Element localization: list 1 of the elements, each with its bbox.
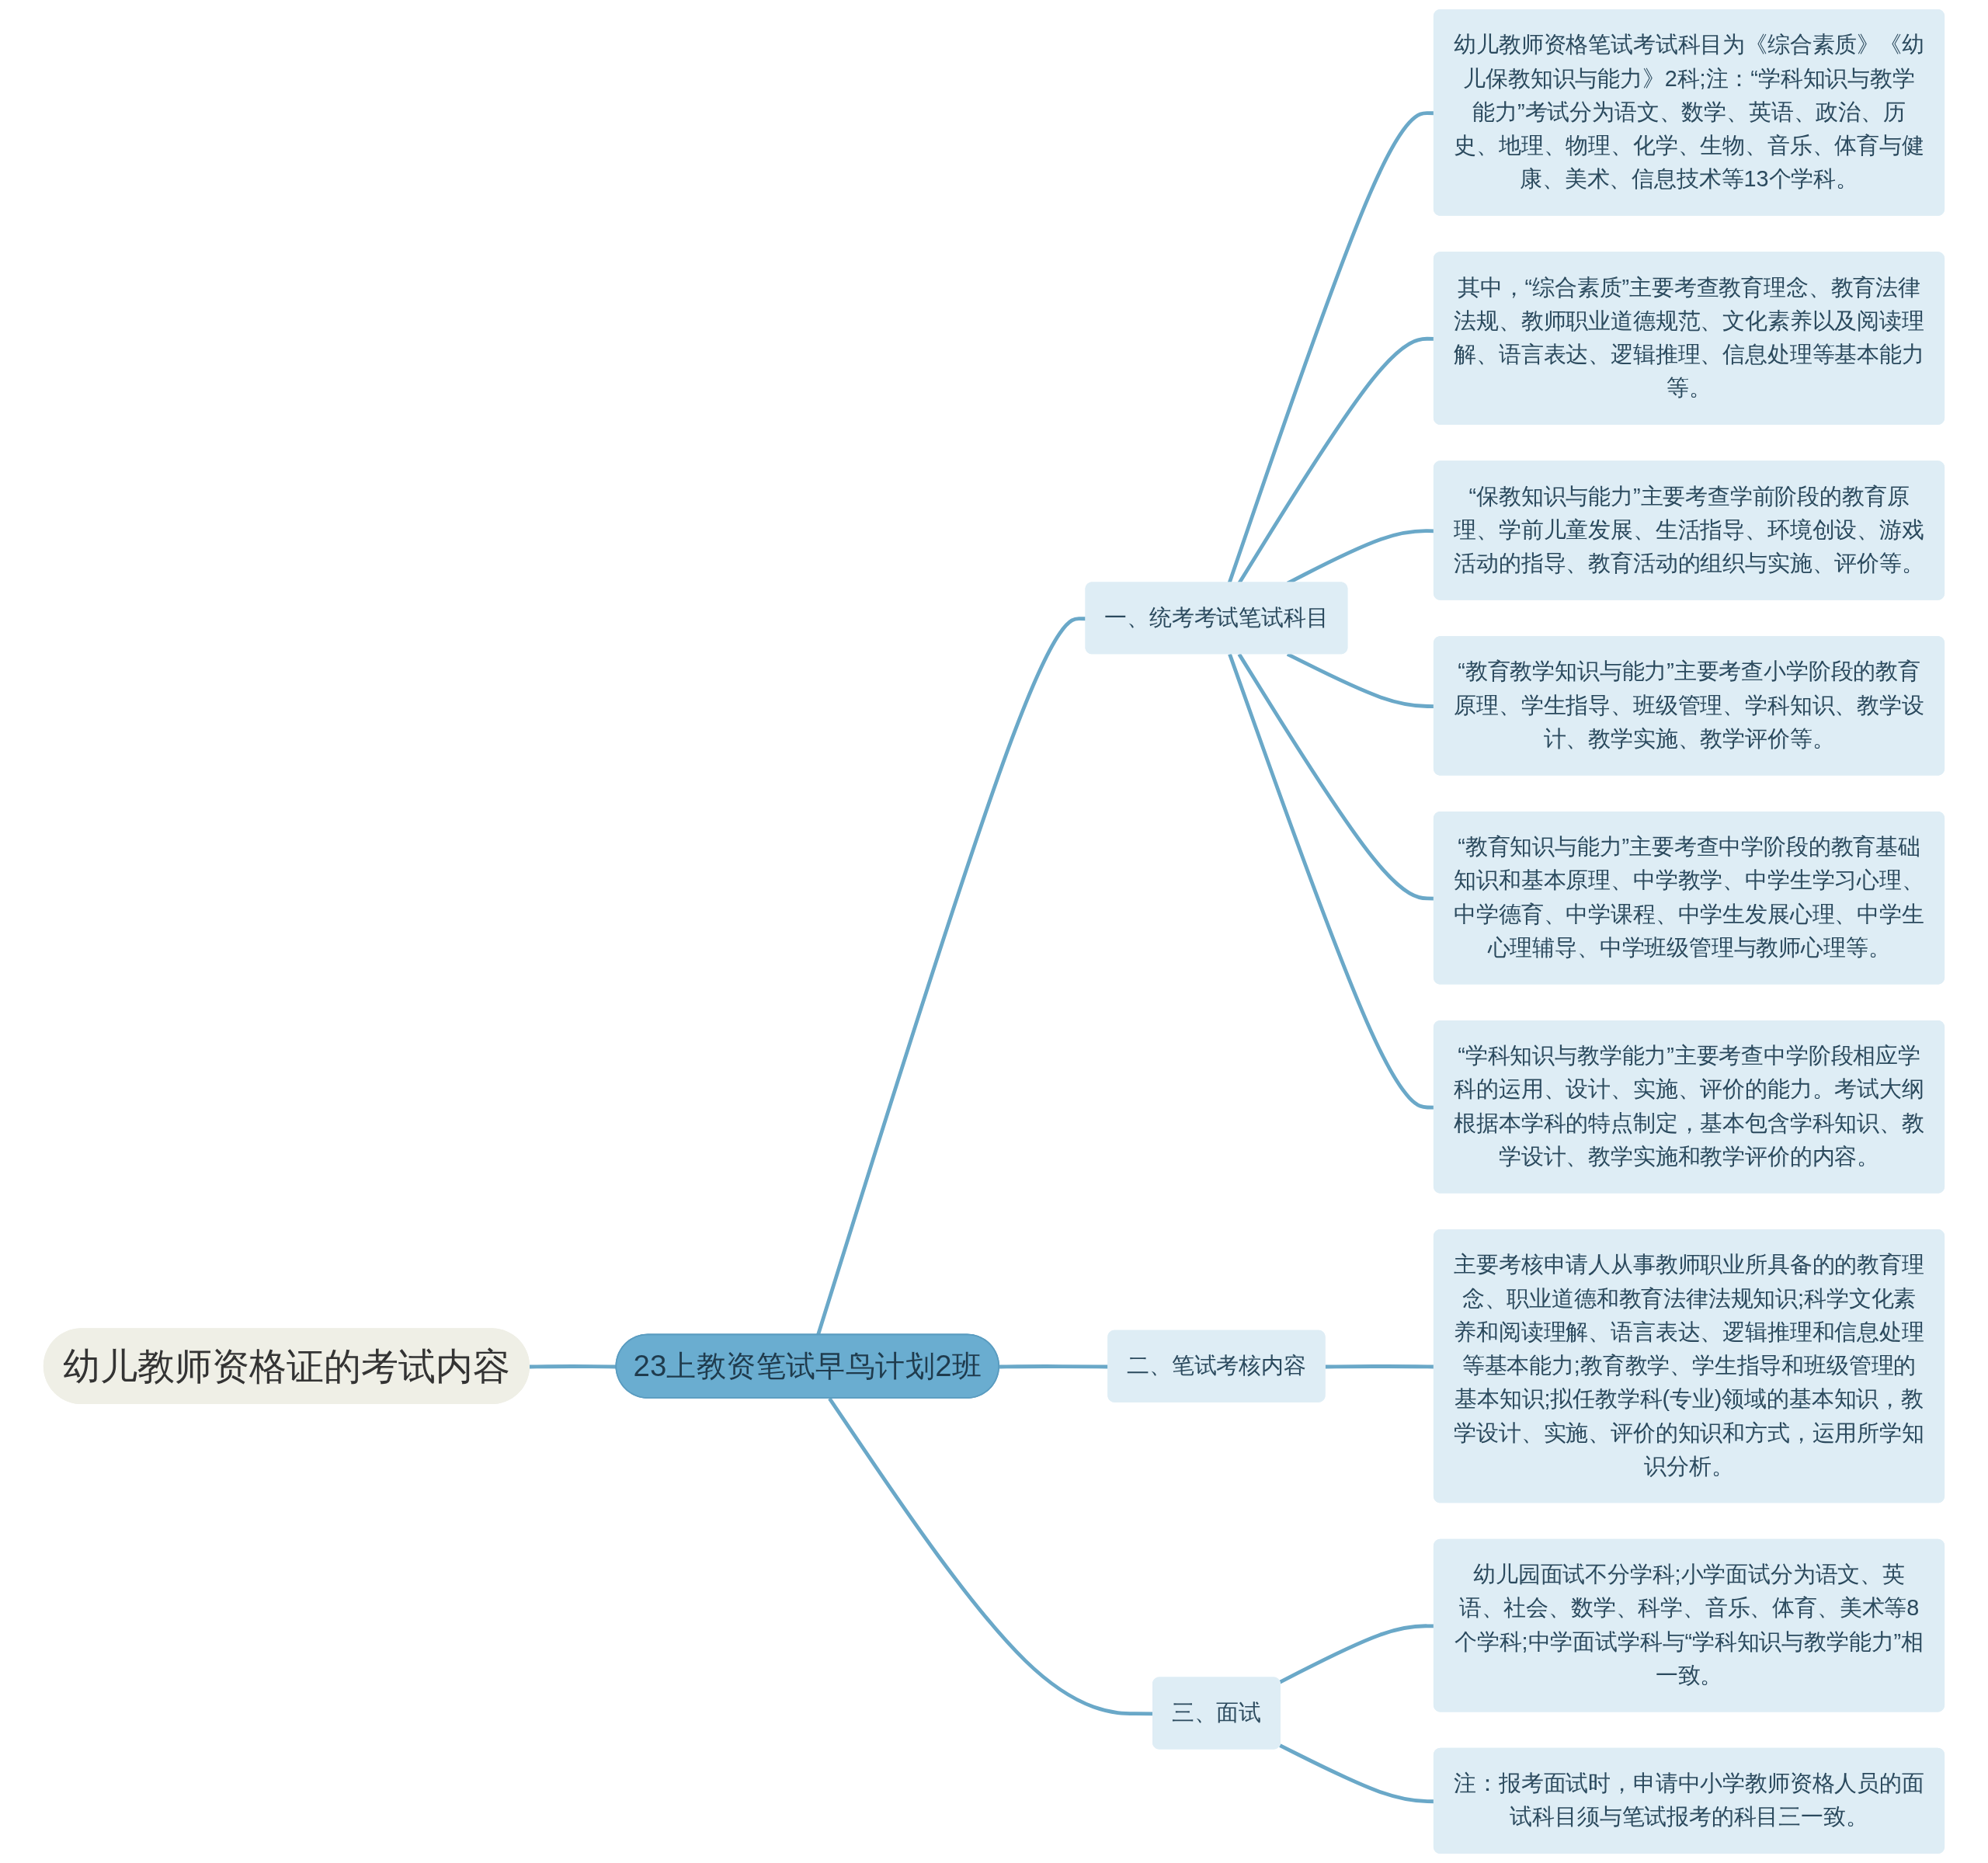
connector xyxy=(999,1364,1109,1369)
